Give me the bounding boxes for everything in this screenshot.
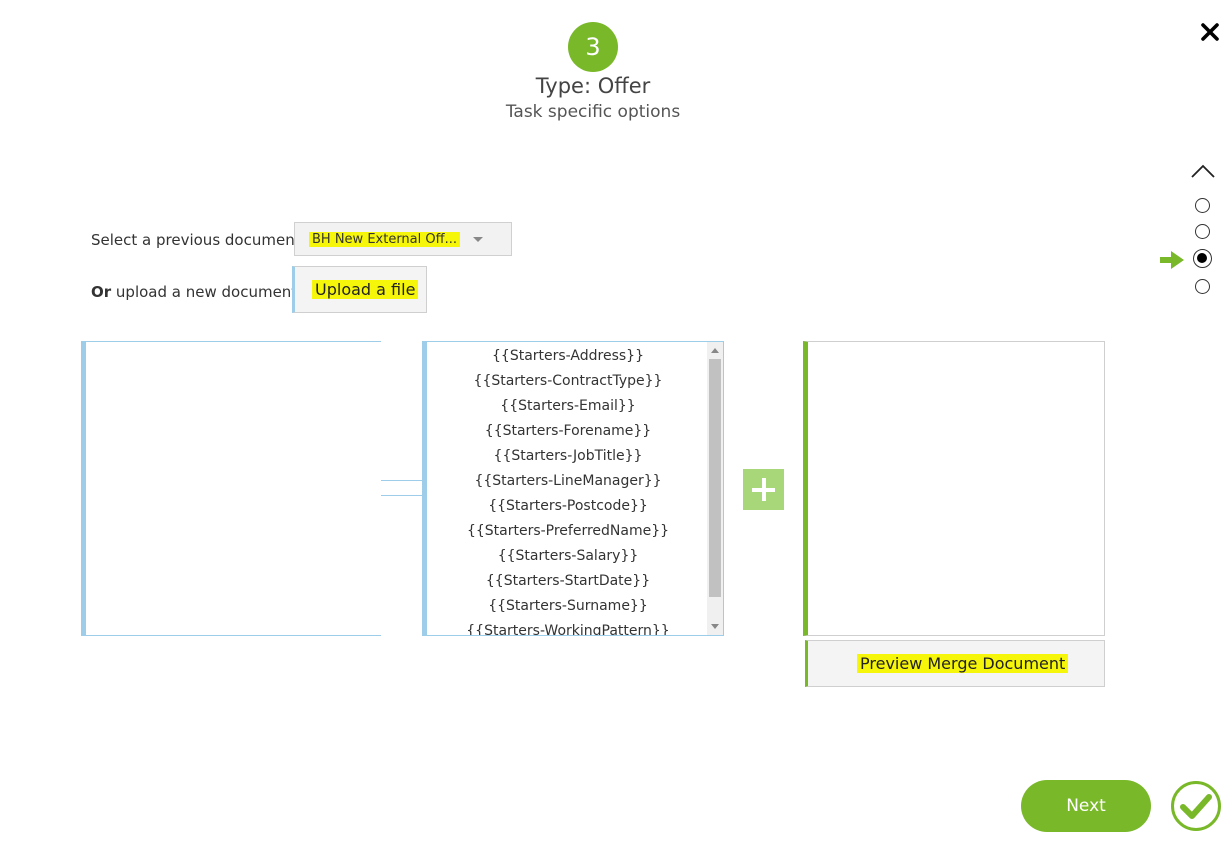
upload-label-text: upload a new document — [111, 283, 298, 301]
panel-connector-gap — [381, 481, 425, 495]
upload-file-button-label: Upload a file — [312, 280, 419, 299]
scroll-up-arrow-icon[interactable] — [711, 348, 719, 353]
panel-connector-top — [381, 341, 427, 481]
step-indicator-2[interactable] — [1195, 224, 1210, 239]
merge-field-item[interactable]: {{Starters-Email}} — [500, 398, 636, 414]
merge-field-item[interactable]: {{Starters-JobTitle}} — [493, 448, 643, 464]
scroll-down-arrow-icon[interactable] — [711, 624, 719, 629]
merge-fields-list[interactable]: {{Starters-Address}} {{Starters-Contract… — [422, 341, 724, 636]
page-title: Type: Offer — [535, 74, 651, 98]
merge-field-item[interactable]: {{Starters-Postcode}} — [488, 498, 648, 514]
step-indicator-3-active[interactable] — [1193, 249, 1212, 268]
preview-merge-document-label: Preview Merge Document — [857, 654, 1069, 673]
scrollbar-thumb[interactable] — [709, 359, 721, 597]
previous-document-select[interactable]: BH New External Off... — [294, 222, 512, 256]
chevron-up-icon[interactable] — [1190, 162, 1216, 180]
previous-document-selected-value: BH New External Off... — [309, 232, 460, 247]
upload-file-button[interactable]: Upload a file — [292, 266, 427, 313]
step-number-badge: 3 — [568, 22, 618, 72]
step-indicator-4[interactable] — [1195, 279, 1210, 294]
add-field-button[interactable] — [743, 469, 784, 510]
merge-field-item[interactable]: {{Starters-Address}} — [492, 348, 644, 364]
merge-field-item[interactable]: {{Starters-Forename}} — [484, 423, 652, 439]
step-indicator-1[interactable] — [1195, 198, 1210, 213]
merge-field-item[interactable]: {{Starters-Surname}} — [488, 598, 648, 614]
merge-field-item[interactable]: {{Starters-WorkingPattern}} — [466, 623, 670, 636]
preview-merge-document-button[interactable]: Preview Merge Document — [805, 640, 1105, 687]
next-button[interactable]: Next — [1021, 780, 1151, 832]
merge-field-item[interactable]: {{Starters-LineManager}} — [474, 473, 662, 489]
merge-field-item[interactable]: {{Starters-PreferredName}} — [466, 523, 670, 539]
close-icon[interactable] — [1198, 20, 1222, 44]
merge-field-item[interactable]: {{Starters-Salary}} — [497, 548, 639, 564]
upload-document-label: Or upload a new document — [91, 283, 297, 301]
merge-field-item[interactable]: {{Starters-ContractType}} — [473, 373, 663, 389]
chevron-down-icon — [473, 237, 483, 242]
panel-connector-bottom — [381, 495, 427, 636]
merge-field-item[interactable]: {{Starters-StartDate}} — [485, 573, 651, 589]
previous-document-label: Select a previous document — [91, 231, 301, 249]
upload-label-or: Or — [91, 283, 112, 301]
merge-fields-scrollbar[interactable] — [707, 342, 723, 635]
page-subtitle: Task specific options — [505, 102, 681, 122]
arrow-right-icon — [1160, 251, 1184, 269]
check-circle-icon[interactable] — [1170, 780, 1222, 832]
merge-document-panel — [803, 341, 1105, 636]
document-preview-panel — [81, 341, 382, 636]
